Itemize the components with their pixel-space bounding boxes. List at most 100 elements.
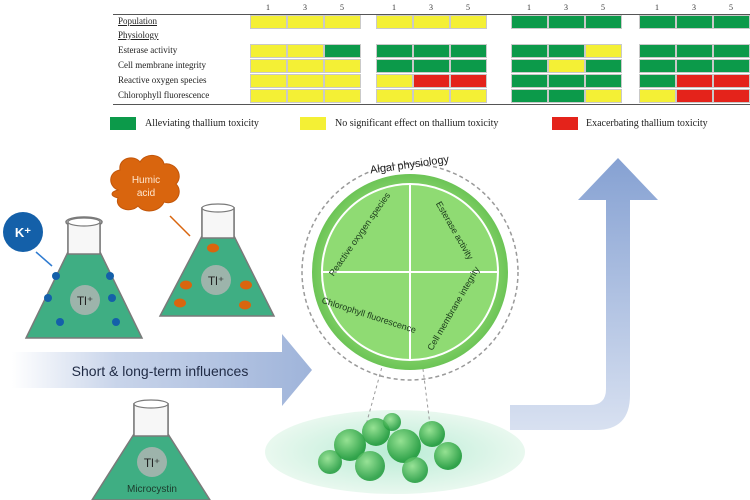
heatmap-cell xyxy=(511,44,548,58)
heatmap-cell xyxy=(413,29,450,43)
heatmap-cell xyxy=(676,15,713,29)
heatmap-column-number: 3 xyxy=(692,3,696,12)
heatmap-cell xyxy=(250,15,287,29)
heatmap-cell xyxy=(548,29,585,43)
heatmap-cell xyxy=(324,44,361,58)
microcystin-label: Microcystin xyxy=(127,484,177,495)
heatmap-cell xyxy=(376,74,413,88)
heatmap-column-number: 5 xyxy=(729,3,733,12)
heatmap-cell xyxy=(639,15,676,29)
heatmap-row-label: Cell membrane integrity xyxy=(118,60,206,70)
heatmap-cell xyxy=(450,44,487,58)
heatmap-cell xyxy=(324,15,361,29)
heatmap-cell xyxy=(548,44,585,58)
table-rule-bottom xyxy=(113,104,750,105)
heatmap-cell xyxy=(450,74,487,88)
heatmap-cell xyxy=(287,44,324,58)
heatmap-cell xyxy=(450,89,487,103)
flask-potassium: Tl⁺ xyxy=(24,216,144,339)
heatmap-cell xyxy=(376,15,413,29)
humic-acid-label-line2: acid xyxy=(137,188,155,199)
circle-title: Algal physiology xyxy=(369,153,450,176)
heatmap-cell xyxy=(639,59,676,73)
heatmap-cell xyxy=(585,15,622,29)
table-rule-top xyxy=(113,14,750,15)
heatmap-row-label: Esterase activity xyxy=(118,45,178,55)
heatmap-cell xyxy=(548,15,585,29)
heatmap-cell xyxy=(585,74,622,88)
potassium-pointer xyxy=(35,251,53,267)
humic-acid-pointer xyxy=(169,215,191,237)
heatmap-row-label: Population xyxy=(118,16,158,26)
heatmap-cell xyxy=(324,89,361,103)
heatmap-cell xyxy=(585,59,622,73)
heatmap-row-label: Physiology xyxy=(118,30,159,40)
heatmap-cell xyxy=(676,44,713,58)
heatmap-cell xyxy=(287,29,324,43)
heatmap-cell xyxy=(676,89,713,103)
result-up-arrow xyxy=(510,158,658,430)
influence-arrow-label: Short & long-term influences xyxy=(72,363,249,379)
flask-humic-acid: Tl⁺ xyxy=(158,203,276,317)
heatmap-cell xyxy=(250,89,287,103)
heatmap-cell xyxy=(287,74,324,88)
heatmap-column-number: 5 xyxy=(601,3,605,12)
humic-acid-label-line1: Humic xyxy=(132,175,160,186)
heatmap-cell xyxy=(250,74,287,88)
heatmap-column-number: 1 xyxy=(527,3,531,12)
legend-label-exacerbating: Exacerbating thallium toxicity xyxy=(586,118,708,129)
heatmap-cell xyxy=(548,74,585,88)
heatmap-cell xyxy=(376,89,413,103)
heatmap-cell xyxy=(376,44,413,58)
heatmap-cell xyxy=(413,44,450,58)
heatmap-cell xyxy=(413,74,450,88)
heatmap-cell xyxy=(250,59,287,73)
heatmap-column-number: 1 xyxy=(392,3,396,12)
heatmap-cell xyxy=(713,29,750,43)
heatmap-cell xyxy=(585,29,622,43)
heatmap-cell xyxy=(413,59,450,73)
legend-label-alleviating: Alleviating thallium toxicity xyxy=(145,118,259,129)
heatmap-cell xyxy=(676,74,713,88)
heatmap-cell xyxy=(511,74,548,88)
heatmap-column-number: 5 xyxy=(340,3,344,12)
heatmap-cell xyxy=(585,44,622,58)
heatmap-cell xyxy=(639,74,676,88)
heatmap-cell xyxy=(639,89,676,103)
heatmap-column-number: 3 xyxy=(429,3,433,12)
heatmap-cell xyxy=(450,29,487,43)
heatmap-cell xyxy=(511,15,548,29)
flask-microcystin: Tl⁺ Microcystin xyxy=(91,399,211,500)
heatmap-cell xyxy=(250,29,287,43)
heatmap-cell xyxy=(548,89,585,103)
humic-acid-cloud-icon xyxy=(110,155,180,212)
heatmap-cell xyxy=(376,59,413,73)
heatmap-cell xyxy=(585,89,622,103)
heatmap-cell xyxy=(639,44,676,58)
legend-swatch-alleviating xyxy=(110,117,136,130)
heatmap-cell xyxy=(450,15,487,29)
heatmap-cell xyxy=(413,15,450,29)
potassium-icon xyxy=(3,212,43,252)
heatmap-row-label: Chlorophyll fluorescence xyxy=(118,90,210,100)
heatmap-cell xyxy=(676,59,713,73)
thallium-label-1: Tl⁺ xyxy=(77,294,93,308)
heatmap-cell xyxy=(511,59,548,73)
thallium-label-3: Tl⁺ xyxy=(144,456,160,470)
heatmap-cell xyxy=(450,59,487,73)
algal-physiology-circle xyxy=(301,163,519,381)
heatmap-cell xyxy=(511,29,548,43)
heatmap-column-number: 3 xyxy=(564,3,568,12)
heatmap-column-number: 1 xyxy=(655,3,659,12)
heatmap-cell xyxy=(287,89,324,103)
heatmap-cell xyxy=(511,89,548,103)
heatmap-cell xyxy=(676,29,713,43)
thallium-label-2: Tl⁺ xyxy=(208,274,224,288)
heatmap-cell xyxy=(639,29,676,43)
influence-arrow xyxy=(12,334,312,406)
potassium-label: K⁺ xyxy=(15,225,31,240)
heatmap-cell xyxy=(250,44,287,58)
legend-swatch-no-effect xyxy=(300,117,326,130)
